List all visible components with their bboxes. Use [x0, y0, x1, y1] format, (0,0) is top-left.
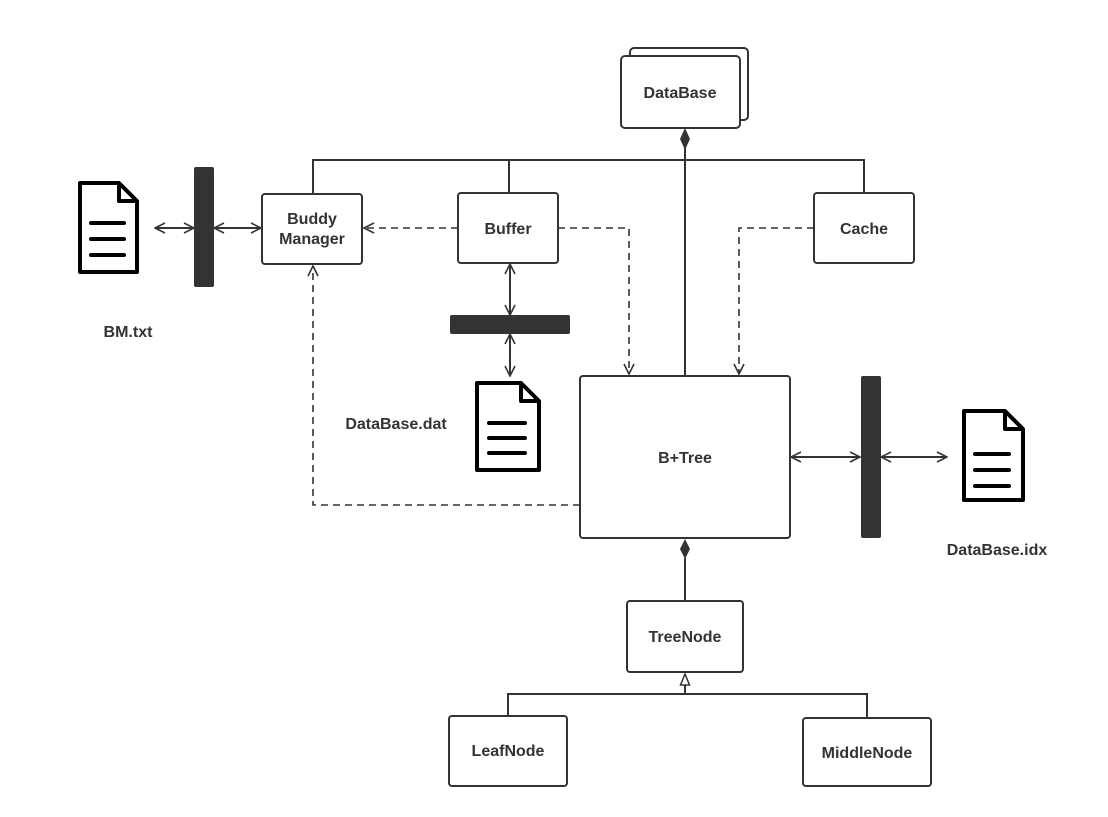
middlenode-label: MiddleNode: [822, 745, 913, 762]
treenode-node[interactable]: TreeNode: [626, 600, 744, 673]
cache-node[interactable]: Cache: [813, 192, 915, 264]
document-icon: [78, 181, 139, 274]
document-icon: [962, 409, 1025, 502]
idx-file[interactable]: DataBase.idx: [947, 409, 1048, 559]
bplustree-treenode-composition: [680, 539, 690, 601]
treenode-label: TreeNode: [649, 629, 722, 646]
io-arrows: [155, 228, 947, 457]
leafnode-label: LeafNode: [472, 743, 545, 760]
bm-file-label: BM.txt: [104, 324, 154, 341]
buddy-manager-label-line2: Manager: [279, 231, 345, 248]
bplustree-label: B+Tree: [658, 450, 712, 467]
middlenode-node[interactable]: MiddleNode: [802, 717, 932, 787]
buffer-label: Buffer: [484, 221, 531, 238]
hollow-triangle-icon: [679, 672, 691, 686]
cache-label: Cache: [840, 221, 888, 238]
buffer-node[interactable]: Buffer: [457, 192, 559, 264]
buddy-manager-label-line1: Buddy: [287, 211, 337, 228]
bm-file[interactable]: BM.txt: [78, 181, 154, 341]
dat-interface-bar: [450, 315, 570, 334]
dependency-arrows: [313, 228, 814, 506]
database-label: DataBase: [644, 85, 717, 102]
database-composition-bus: [312, 128, 865, 377]
dat-file-label: DataBase.dat: [345, 416, 447, 433]
idx-interface-bar: [861, 376, 881, 538]
idx-file-label: DataBase.idx: [947, 542, 1048, 559]
diamond-icon: [680, 539, 690, 559]
bm-interface-bar: [194, 167, 214, 287]
bplustree-node[interactable]: B+Tree: [579, 375, 791, 539]
leafnode-node[interactable]: LeafNode: [448, 715, 568, 787]
diamond-icon: [680, 128, 690, 150]
database-node[interactable]: DataBase: [620, 47, 749, 129]
document-icon: [475, 381, 541, 472]
buddy-manager-node[interactable]: Buddy Manager: [261, 193, 363, 265]
treenode-inheritance: [507, 672, 868, 718]
dat-file[interactable]: DataBase.dat: [345, 381, 541, 472]
